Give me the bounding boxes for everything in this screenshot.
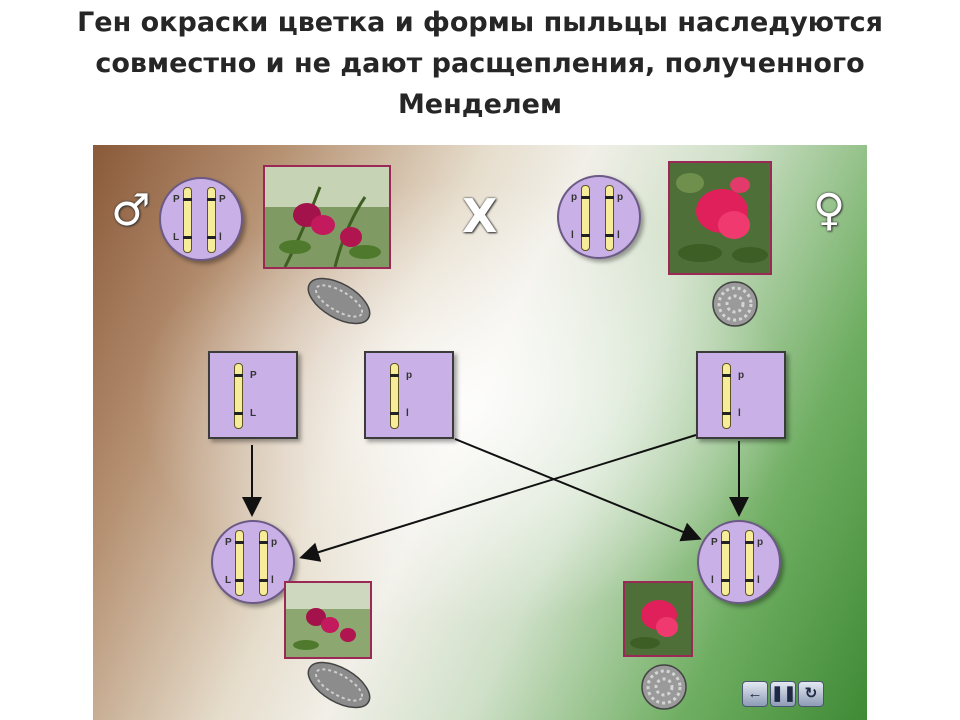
arrow-gamete2-to-offspring-right [454, 438, 702, 542]
flower-image [625, 583, 691, 655]
arrow-gamete3-to-offspring-left [299, 434, 697, 562]
allele-label: l [757, 575, 760, 586]
back-button[interactable]: ← [742, 681, 768, 707]
flower-image [286, 583, 370, 657]
flower-image [670, 163, 770, 273]
gamete-box: p l [364, 351, 454, 439]
allele-label: L [173, 232, 180, 243]
allele-label: p [571, 192, 578, 203]
offspring-left-flower-photo [284, 581, 372, 659]
chromosome [234, 363, 243, 429]
allele-label: l [406, 408, 409, 419]
male-flower-photo [263, 165, 391, 269]
chromosome [605, 185, 614, 251]
gamete-box: p l [696, 351, 786, 439]
chromosome [721, 530, 730, 596]
flower-image [265, 167, 389, 267]
female-flower-photo [668, 161, 772, 275]
back-icon: ← [747, 685, 763, 702]
elongated-pollen-icon [307, 661, 371, 709]
allele-label: l [219, 232, 222, 243]
female-genotype-circle: p l p l [557, 175, 641, 259]
allele-label: L [225, 575, 232, 586]
cross-symbol: X [462, 189, 498, 243]
allele-label: p [406, 370, 413, 381]
replay-icon: ↻ [804, 685, 818, 702]
round-pollen-icon [641, 664, 687, 710]
genetics-diagram: ♂ X ♀ P L P l p l p l [93, 145, 867, 720]
allele-label: P [711, 537, 718, 548]
allele-label: l [617, 230, 620, 241]
replay-button[interactable]: ↻ [798, 681, 824, 707]
allele-label: P [225, 537, 232, 548]
male-genotype-circle: P L P l [159, 177, 243, 261]
chromosome [745, 530, 754, 596]
elongated-pollen-icon [307, 277, 371, 325]
slide-title: Ген окраски цветка и формы пыльцы наслед… [77, 7, 883, 120]
male-symbol: ♂ [111, 185, 151, 236]
allele-label: p [617, 192, 624, 203]
chromosome [581, 185, 590, 251]
allele-label: p [271, 537, 278, 548]
gamete-box: P L [208, 351, 298, 439]
chromosome [183, 187, 192, 253]
chromosome [207, 187, 216, 253]
allele-label: P [219, 194, 226, 205]
allele-label: P [173, 194, 180, 205]
allele-label: l [571, 230, 574, 241]
allele-label: l [271, 575, 274, 586]
allele-label: p [757, 537, 764, 548]
chromosome [390, 363, 399, 429]
chromosome [235, 530, 244, 596]
allele-label: l [711, 575, 714, 586]
allele-label: P [250, 370, 257, 381]
offspring-left-genotype-circle: P L p l [211, 520, 295, 604]
allele-label: p [738, 370, 745, 381]
pause-icon: ❚❚ [771, 685, 797, 702]
chromosome [722, 363, 731, 429]
pause-button[interactable]: ❚❚ [770, 681, 796, 707]
allele-label: l [738, 408, 741, 419]
offspring-right-genotype-circle: P l p l [697, 520, 781, 604]
allele-label: L [250, 408, 257, 419]
arrows-layer [242, 434, 749, 562]
chromosome [259, 530, 268, 596]
offspring-right-flower-photo [623, 581, 693, 657]
round-pollen-icon [712, 281, 758, 327]
female-symbol: ♀ [813, 185, 846, 236]
